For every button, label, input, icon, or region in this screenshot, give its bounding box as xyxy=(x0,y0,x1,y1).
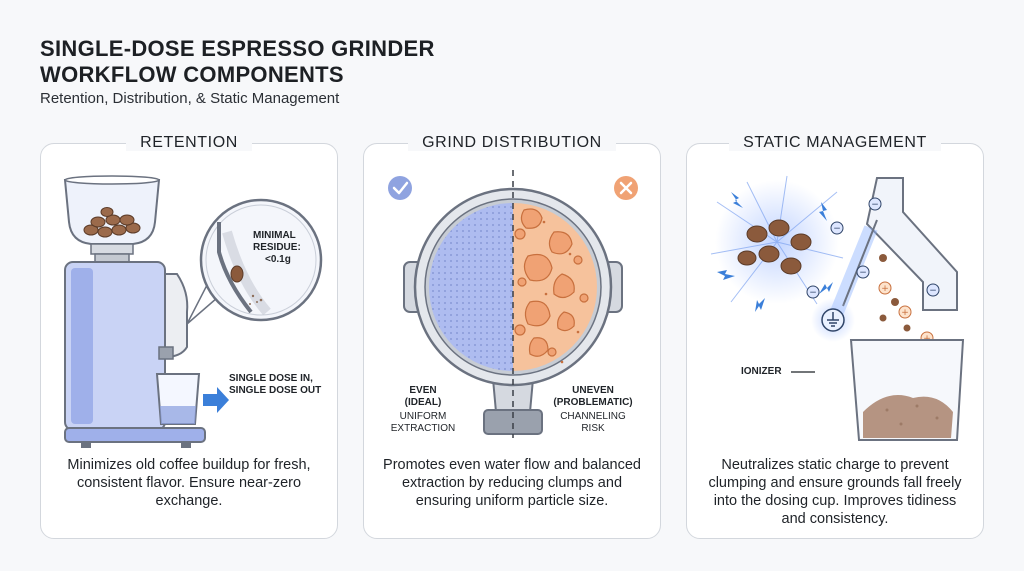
cross-icon xyxy=(614,176,638,200)
lightning-icon xyxy=(717,192,833,312)
title-line-1: SINGLE-DOSE ESPRESSO GRINDER xyxy=(40,36,435,61)
static-description: Neutralizes static charge to prevent clu… xyxy=(708,457,962,527)
svg-text:−: − xyxy=(833,224,841,234)
svg-text:+: + xyxy=(881,284,889,294)
check-icon xyxy=(388,176,412,200)
retention-panel: RETENTION MINIMAL xyxy=(40,134,338,539)
even-label: EVEN (IDEAL) UNIFORM EXTRACTION xyxy=(390,385,456,434)
static-illustration: − − − − − + + + xyxy=(710,175,965,441)
coffee-beans xyxy=(83,207,141,238)
page-title: SINGLE-DOSE ESPRESSO GRINDER WORKFLOW CO… xyxy=(40,36,435,88)
single-dose-label: SINGLE DOSE IN, SINGLE DOSE OUT xyxy=(229,373,322,396)
title-line-2: WORKFLOW COMPONENTS xyxy=(40,62,344,87)
static-heading: STATIC MANAGEMENT xyxy=(729,134,941,151)
svg-text:−: − xyxy=(809,288,817,298)
page-subtitle: Retention, Distribution, & Static Manage… xyxy=(40,90,340,107)
static-panel: STATIC MANAGEMENT xyxy=(686,134,984,539)
svg-text:+: + xyxy=(901,308,909,318)
grinder-illustration xyxy=(63,175,323,448)
distribution-panel: GRIND DISTRIBUTION xyxy=(363,134,661,539)
arrow-right-icon xyxy=(203,387,229,413)
portafilter-illustration xyxy=(388,170,638,438)
svg-text:−: − xyxy=(871,200,879,210)
distribution-description: Promotes even water flow and balanced ex… xyxy=(383,457,641,509)
svg-text:−: − xyxy=(929,286,937,296)
ionizer-label: IONIZER xyxy=(741,366,782,377)
distribution-heading: GRIND DISTRIBUTION xyxy=(408,134,616,151)
retention-description: Minimizes old coffee buildup for fresh, … xyxy=(67,457,311,509)
ground-symbol-icon xyxy=(821,308,845,332)
svg-text:−: − xyxy=(859,268,867,278)
retention-heading: RETENTION xyxy=(126,134,252,151)
uneven-label: UNEVEN (PROBLEMATIC) CHANNELING RISK xyxy=(553,385,633,434)
residue-callout-label: MINIMAL RESIDUE: <0.1g xyxy=(253,230,301,265)
